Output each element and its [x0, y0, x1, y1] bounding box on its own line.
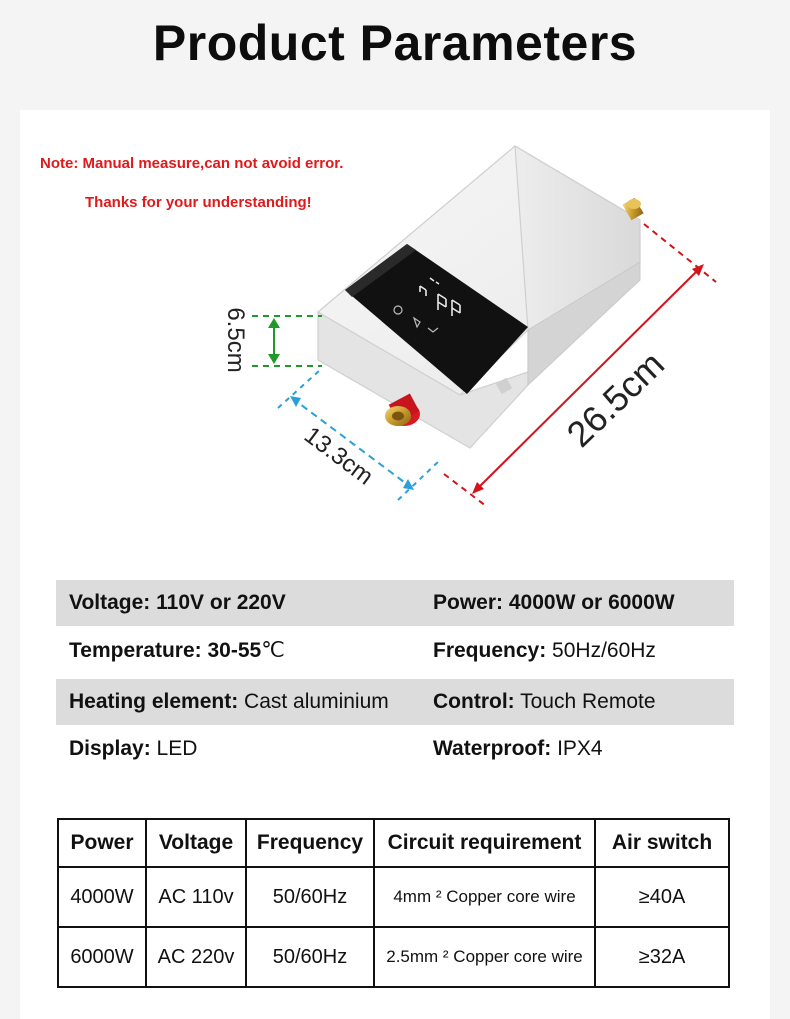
param-row: Heating element: Cast aluminium Control:…: [56, 679, 734, 725]
param-row: Temperature: 30-55℃ Frequency: 50Hz/60Hz: [56, 628, 734, 674]
param-label: Waterproof:: [433, 737, 552, 760]
control-panel: [345, 244, 528, 394]
param-value: 110V or 220V: [156, 591, 286, 614]
table-cell: 50/60Hz: [245, 866, 375, 928]
water-inlet-connector: [622, 197, 644, 221]
spec-table: Power Voltage Frequency Circuit requirem…: [57, 818, 730, 988]
param-value: LED: [156, 737, 198, 760]
column-header: Frequency: [245, 818, 375, 868]
param-value: 4000W or 6000W: [508, 591, 675, 614]
param-value: Cast aluminium: [244, 690, 389, 713]
param-label: Temperature:: [69, 639, 202, 662]
param-unit: ℃: [261, 639, 285, 662]
touch-buttons-icon: [393, 305, 439, 333]
table-cell: ≥32A: [594, 926, 730, 988]
table-cell: 4mm ² Copper core wire: [373, 866, 596, 928]
product-diagram: 6.5cm 13.3cm 26.5cm: [222, 144, 717, 507]
table-row: 6000W AC 220v 50/60Hz 2.5mm ² Copper cor…: [57, 926, 730, 988]
depth-dimension: [277, 369, 441, 501]
param-label: Power:: [433, 591, 504, 614]
param-label: Frequency:: [433, 639, 547, 662]
table-cell: AC 220v: [145, 926, 247, 988]
param-label: Control:: [433, 690, 515, 713]
column-header: Power: [57, 818, 147, 868]
column-header: Circuit requirement: [373, 818, 596, 868]
table-row: 4000W AC 110v 50/60Hz 4mm ² Copper core …: [57, 866, 730, 928]
param-label: Heating element:: [69, 690, 239, 713]
length-dimension: [443, 223, 717, 507]
param-value: Touch Remote: [520, 690, 656, 713]
param-value: 30-55: [207, 639, 262, 662]
param-row: Display: LED Waterproof: IPX4: [56, 726, 734, 772]
table-cell: ≥40A: [594, 866, 730, 928]
page-title: Product Parameters: [152, 15, 638, 71]
param-value: 50Hz/60Hz: [552, 639, 656, 662]
param-label: Voltage:: [69, 591, 151, 614]
depth-label: 13.3cm: [299, 422, 378, 491]
param-label: Display:: [69, 737, 151, 760]
table-cell: 2.5mm ² Copper core wire: [373, 926, 596, 988]
water-outlet-connector: [385, 393, 420, 426]
table-cell: 6000W: [57, 926, 147, 988]
table-header-row: Power Voltage Frequency Circuit requirem…: [57, 818, 730, 868]
height-label: 6.5cm: [222, 307, 249, 372]
led-display-icon: [419, 277, 461, 316]
column-header: Voltage: [145, 818, 247, 868]
param-row: Voltage: 110V or 220V Power: 4000W or 60…: [56, 580, 734, 626]
length-label: 26.5cm: [559, 343, 672, 455]
note-line-1: Note: Manual measure,can not avoid error…: [40, 155, 344, 172]
table-cell: AC 110v: [145, 866, 247, 928]
table-cell: 4000W: [57, 866, 147, 928]
height-dimension: [252, 315, 322, 367]
param-value: IPX4: [557, 737, 603, 760]
column-header: Air switch: [594, 818, 730, 868]
note-line-2: Thanks for your understanding!: [85, 194, 312, 211]
table-cell: 50/60Hz: [245, 926, 375, 988]
